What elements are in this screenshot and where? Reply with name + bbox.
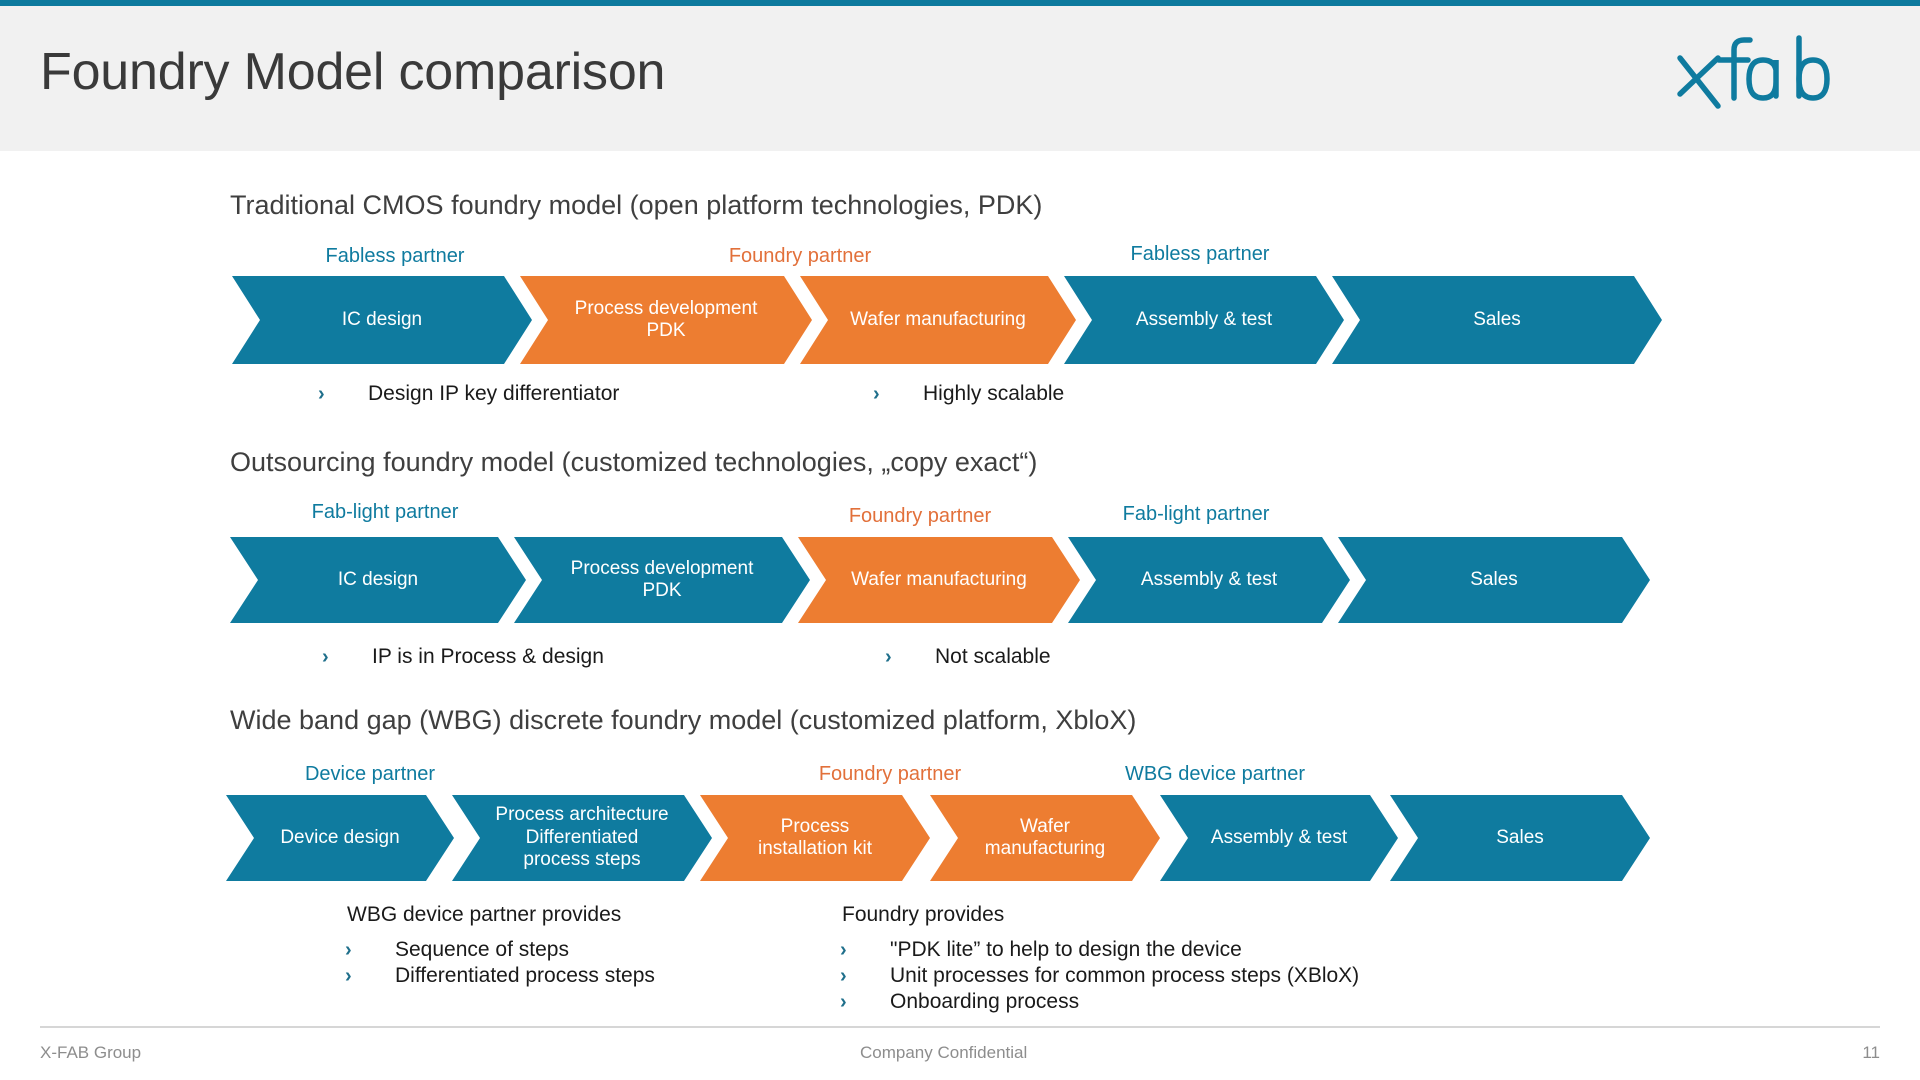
section-heading: Outsourcing foundry model (customized te… <box>230 447 1038 477</box>
section-heading: Wide band gap (WBG) discrete foundry mod… <box>230 705 1137 735</box>
bullet-text: Design IP key differentiator <box>368 382 620 405</box>
header-band <box>0 6 1920 151</box>
chevron-label: Assembly & test <box>1210 826 1348 848</box>
footer-divider <box>40 1026 1880 1028</box>
bullet-item: › Unit processes for common process steps… <box>840 964 1359 988</box>
chevron-bullet-icon: › <box>345 939 352 961</box>
bullet-group-title: WBG device partner provides <box>347 903 622 926</box>
chevron-step[interactable]: Sales <box>1332 276 1662 364</box>
chevron-bullet-icon: › <box>345 965 352 987</box>
chevron-label: IC design <box>337 568 419 590</box>
section-heading: Traditional CMOS foundry model (open pla… <box>230 190 1043 220</box>
chevron-step[interactable]: Sales <box>1390 795 1650 881</box>
bullet-text: Differentiated process steps <box>395 964 655 987</box>
chevron-label: Assembly & test <box>1140 568 1278 590</box>
bullet-group-title: Foundry provides <box>842 903 1005 926</box>
chevron-step[interactable]: Assembly & test <box>1064 276 1344 364</box>
bullet-text: IP is in Process & design <box>372 645 604 668</box>
bullet-item: › Highly scalable <box>873 382 1064 406</box>
partner-label-wbg-device: WBG device partner <box>1124 763 1306 785</box>
partner-label-device: Device partner <box>304 763 436 785</box>
partner-label-fablight-2: Fab-light partner <box>1122 503 1270 525</box>
partner-label-foundry-3: Foundry partner <box>818 763 962 785</box>
chevron-label: Sales <box>1473 308 1521 330</box>
partner-label-foundry-1: Foundry partner <box>728 245 872 267</box>
chevron-bullet-icon: › <box>840 965 847 987</box>
bullet-item: › Onboarding process <box>840 990 1079 1014</box>
partner-label-fabless-2: Fabless partner <box>1130 243 1270 265</box>
bullet-text: Onboarding process <box>890 990 1080 1013</box>
partner-label-fabless-1: Fabless partner <box>325 245 465 267</box>
chevron-label: Wafer manufacturing <box>850 308 1026 330</box>
bullet-text: Highly scalable <box>923 382 1065 405</box>
chevron-label: Sales <box>1496 826 1544 848</box>
chevron-step[interactable]: Wafer manufacturing <box>800 276 1076 364</box>
chevron-bullet-icon: › <box>322 646 329 668</box>
bullet-text: Not scalable <box>935 645 1051 668</box>
chevron-bullet-icon: › <box>873 383 880 405</box>
chevron-label: Device design <box>280 826 400 848</box>
bullet-item: › IP is in Process & design <box>322 645 604 669</box>
footer-page-number: 11 <box>1862 1043 1880 1062</box>
page-title: Foundry Model comparison <box>40 43 666 101</box>
bullet-item: › Design IP key differentiator <box>318 382 619 406</box>
footer-confidentiality: Company Confidential <box>860 1043 1028 1062</box>
chevron-label: Sales <box>1470 568 1518 590</box>
chevron-step[interactable]: Device design <box>226 795 454 881</box>
chevron-bullet-icon: › <box>318 383 325 405</box>
chevron-step[interactable]: Wafer manufacturing <box>798 537 1080 623</box>
bullet-item: › "PDK lite” to help to design the device <box>840 938 1242 962</box>
xfab-logo <box>1677 35 1830 109</box>
chevron-label: IC design <box>341 308 423 330</box>
chevron-step[interactable]: IC design <box>232 276 532 364</box>
bullet-item: › Sequence of steps <box>345 938 569 962</box>
bullet-text: Sequence of steps <box>395 938 569 961</box>
partner-label-fablight-1: Fab-light partner <box>311 501 459 523</box>
chevron-bullet-icon: › <box>885 646 892 668</box>
bullet-item: › Differentiated process steps <box>345 964 655 988</box>
chevron-step[interactable]: Assembly & test <box>1160 795 1398 881</box>
bullet-text: "PDK lite” to help to design the device <box>890 938 1242 961</box>
chevron-bullet-icon: › <box>840 939 847 961</box>
footer-company: X-FAB Group <box>40 1043 142 1062</box>
top-accent-rule <box>0 0 1920 6</box>
chevron-bullet-icon: › <box>840 991 847 1013</box>
chevron-step[interactable]: IC design <box>230 537 526 623</box>
bullet-text: Unit processes for common process steps … <box>890 964 1360 987</box>
bullet-item: › Not scalable <box>885 645 1051 669</box>
partner-label-foundry-2: Foundry partner <box>848 505 992 527</box>
chevron-step[interactable]: Assembly & test <box>1068 537 1350 623</box>
chevron-step[interactable]: Sales <box>1338 537 1650 623</box>
chevron-label: Assembly & test <box>1135 308 1273 330</box>
chevron-label: Wafer manufacturing <box>851 568 1027 590</box>
